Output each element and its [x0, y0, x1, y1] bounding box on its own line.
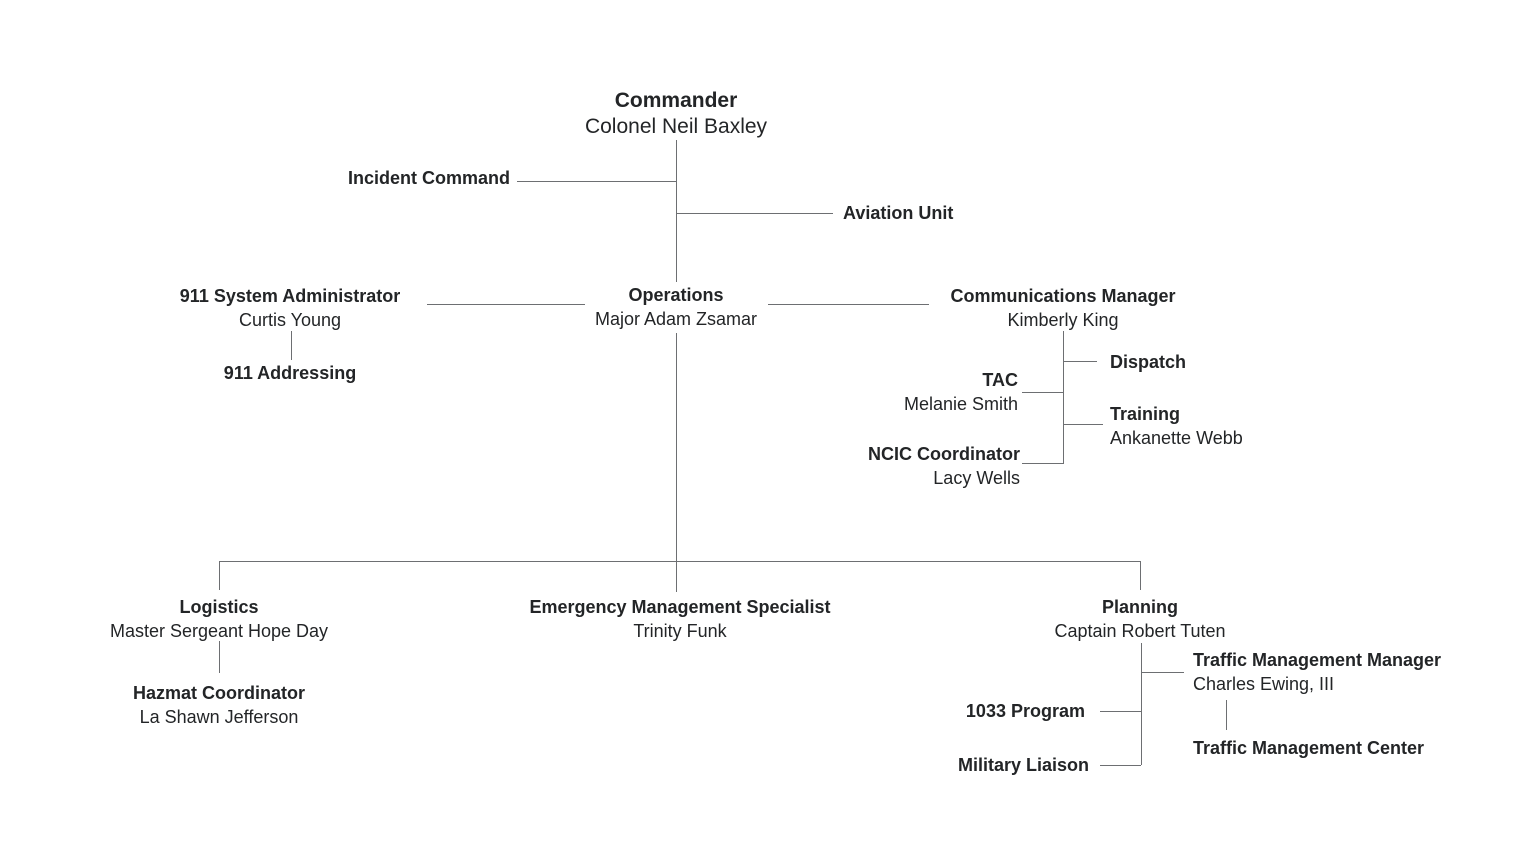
node-tac-person: Melanie Smith: [903, 394, 1018, 414]
node-911-addressing-title: 911 Addressing: [223, 363, 357, 383]
connector-bottom-row: [219, 561, 1140, 562]
node-911-system-administrator-person: Curtis Young: [238, 310, 342, 330]
connector-logistics-drop: [219, 561, 220, 590]
node-logistics-person: Master Sergeant Hope Day: [109, 621, 329, 641]
connector-dispatch: [1063, 361, 1097, 362]
node-military-liaison: Military Liaison: [958, 753, 1089, 777]
node-aviation-unit: Aviation Unit: [843, 201, 953, 225]
node-traffic-management-center-title: Traffic Management Center: [1193, 738, 1425, 758]
connector-planning-spine: [1141, 643, 1142, 765]
connector-military-liaison: [1100, 765, 1141, 766]
node-incident-command: Incident Command: [348, 166, 510, 190]
node-operations-title: Operations: [628, 285, 724, 305]
node-traffic-management-manager-person: Charles Ewing, III: [1193, 674, 1335, 694]
connector-incident-command: [517, 181, 676, 182]
node-ncic-coordinator-person: Lacy Wells: [933, 468, 1020, 488]
node-1033-program: 1033 Program: [966, 699, 1085, 723]
node-emergency-management-specialist: Emergency Management Specialist Trinity …: [529, 595, 830, 643]
node-commander-person: Colonel Neil Baxley: [584, 115, 768, 138]
node-communications-manager-person: Kimberly King: [1007, 310, 1119, 330]
connector-communications-spine: [1063, 331, 1064, 464]
node-commander-title: Commander: [614, 89, 738, 112]
node-operations-person: Major Adam Zsamar: [594, 309, 758, 329]
node-logistics: Logistics Master Sergeant Hope Day: [110, 595, 328, 643]
node-communications-manager-title: Communications Manager: [950, 286, 1176, 306]
node-planning: Planning Captain Robert Tuten: [1054, 595, 1225, 643]
connector-operations-communications: [768, 304, 929, 305]
node-hazmat-coordinator-person: La Shawn Jefferson: [139, 707, 299, 727]
connector-traffic-management-manager: [1141, 672, 1184, 673]
node-traffic-management-manager-title: Traffic Management Manager: [1193, 650, 1442, 670]
node-tac: TAC Melanie Smith: [904, 368, 1018, 416]
node-training-title: Training: [1110, 404, 1181, 424]
node-ncic-coordinator-title: NCIC Coordinator: [868, 444, 1020, 464]
node-dispatch: Dispatch: [1110, 350, 1186, 374]
connector-ncic-coordinator: [1022, 463, 1063, 464]
node-911-system-administrator: 911 System Administrator Curtis Young: [180, 284, 400, 332]
node-hazmat-coordinator: Hazmat Coordinator La Shawn Jefferson: [133, 681, 305, 729]
connector-operations-911-admin: [427, 304, 585, 305]
node-military-liaison-title: Military Liaison: [957, 755, 1089, 775]
node-911-system-administrator-title: 911 System Administrator: [179, 286, 401, 306]
node-dispatch-title: Dispatch: [1110, 352, 1187, 372]
connector-traffic-management-center: [1226, 700, 1227, 730]
node-planning-title: Planning: [1101, 597, 1178, 617]
node-operations: Operations Major Adam Zsamar: [595, 283, 757, 331]
connector-aviation-unit: [676, 213, 833, 214]
connector-operations-spine: [676, 333, 677, 592]
connector-training: [1063, 424, 1103, 425]
node-incident-command-title: Incident Command: [347, 168, 510, 188]
node-planning-person: Captain Robert Tuten: [1054, 621, 1226, 641]
node-traffic-management-manager: Traffic Management Manager Charles Ewing…: [1193, 648, 1441, 696]
node-traffic-management-center: Traffic Management Center: [1193, 736, 1424, 760]
connector-1033-program: [1100, 711, 1141, 712]
connector-hazmat: [219, 641, 220, 673]
node-commander: Commander Colonel Neil Baxley: [585, 88, 767, 140]
node-1033-program-title: 1033 Program: [965, 701, 1085, 721]
node-ncic-coordinator: NCIC Coordinator Lacy Wells: [868, 442, 1020, 490]
node-aviation-unit-title: Aviation Unit: [843, 203, 954, 223]
node-communications-manager: Communications Manager Kimberly King: [950, 284, 1175, 332]
connector-commander-spine: [676, 140, 677, 282]
node-training-person: Ankanette Webb: [1110, 428, 1243, 448]
node-emergency-management-specialist-title: Emergency Management Specialist: [529, 597, 831, 617]
node-training: Training Ankanette Webb: [1110, 402, 1243, 450]
node-logistics-title: Logistics: [179, 597, 259, 617]
node-tac-title: TAC: [982, 370, 1018, 390]
connector-tac: [1022, 392, 1063, 393]
connector-planning-drop: [1140, 561, 1141, 590]
node-hazmat-coordinator-title: Hazmat Coordinator: [132, 683, 306, 703]
node-911-addressing: 911 Addressing: [224, 361, 356, 385]
node-emergency-management-specialist-person: Trinity Funk: [633, 621, 727, 641]
connector-911-addressing: [291, 331, 292, 360]
